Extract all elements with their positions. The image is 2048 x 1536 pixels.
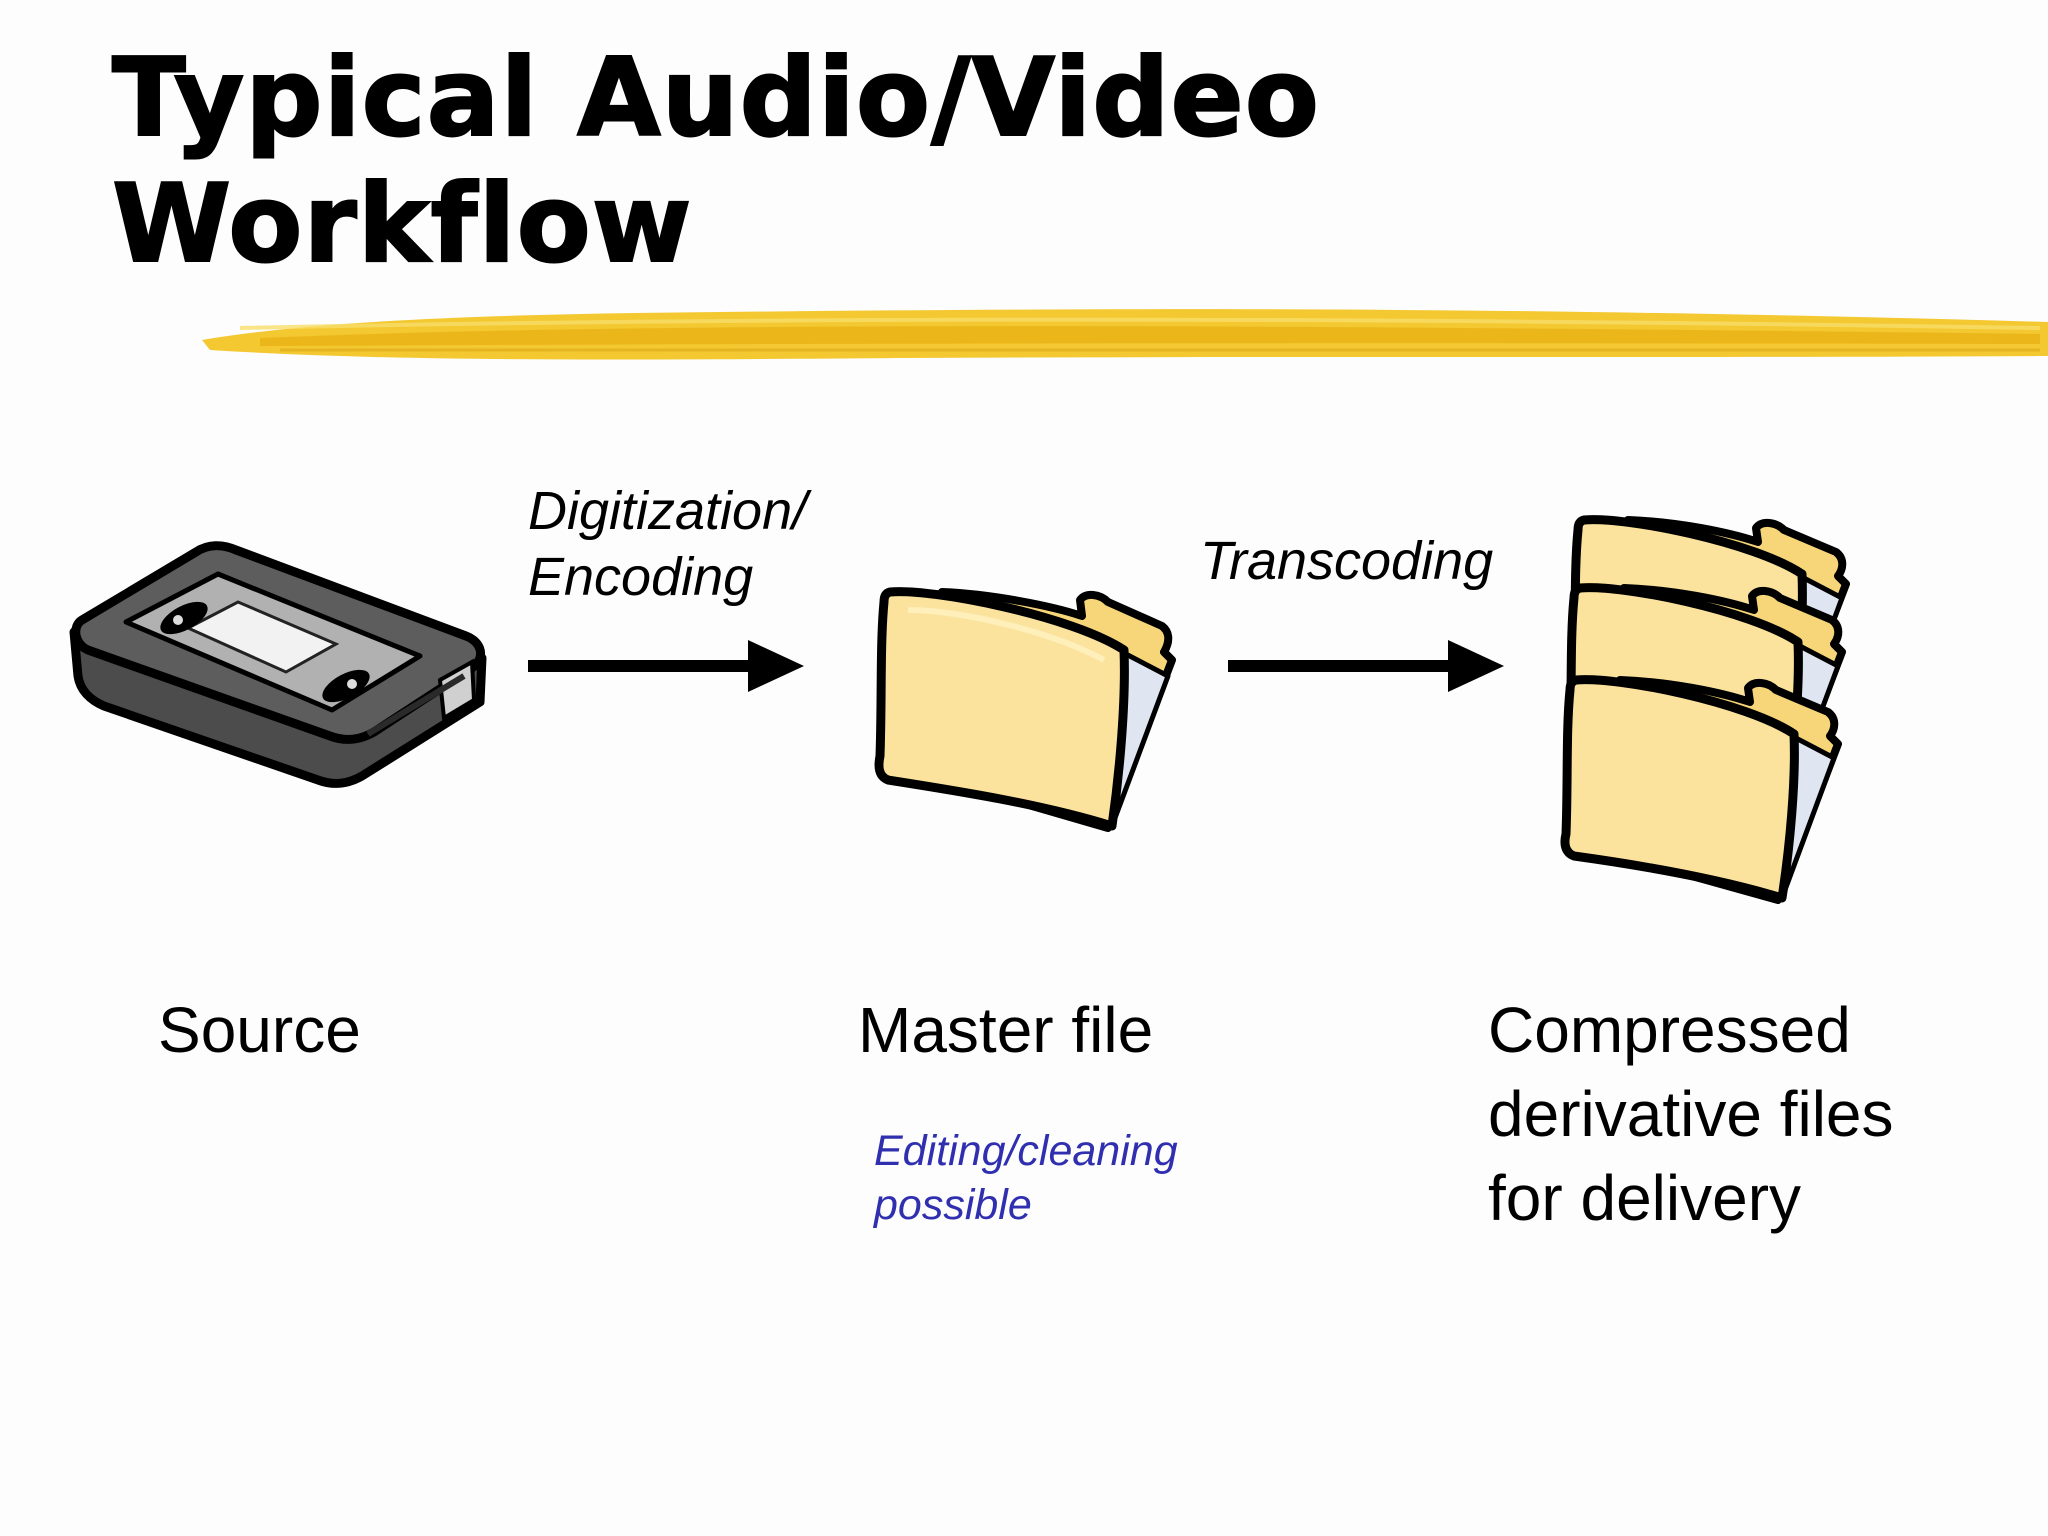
node-label-master-file: Master file [858,988,1153,1072]
node-label-derivative-files-line-1: Compressed [1488,994,1851,1066]
arrow-right-icon [528,640,804,692]
arrow-right-icon [1228,640,1504,692]
node-label-master-file-line-1: Master file [858,994,1154,1066]
node-label-derivative-files: Compressed derivative files for delivery [1488,988,1894,1240]
step-label-digitization-line-1: Digitization/ [528,481,808,541]
node-label-derivative-files-line-3: for delivery [1488,1162,1801,1234]
brush-stroke-underline [202,309,2048,360]
folder-stack-icon [1554,510,1894,930]
note-editing-cleaning: Editing/cleaning possible [874,1124,1178,1232]
step-label-digitization-line-2: Encoding [528,547,754,607]
node-label-derivative-files-line-2: derivative files [1488,1078,1894,1150]
slide-title-line-1: Typical Audio/Video [111,35,1321,162]
videotape-icon [69,541,487,788]
slide-title-line-2: Workflow [111,161,693,288]
node-label-source-line-1: Source [158,994,361,1066]
folder-icon [874,587,1176,832]
step-label-digitization: Digitization/ Encoding [528,478,807,610]
note-editing-cleaning-line-2: possible [874,1181,1032,1229]
step-label-transcoding-line-1: Transcoding [1200,531,1494,591]
step-label-transcoding: Transcoding [1200,528,1493,594]
slide-title: Typical Audio/Video Workflow [111,35,1321,288]
node-label-source: Source [158,988,361,1072]
note-editing-cleaning-line-1: Editing/cleaning [874,1127,1178,1175]
